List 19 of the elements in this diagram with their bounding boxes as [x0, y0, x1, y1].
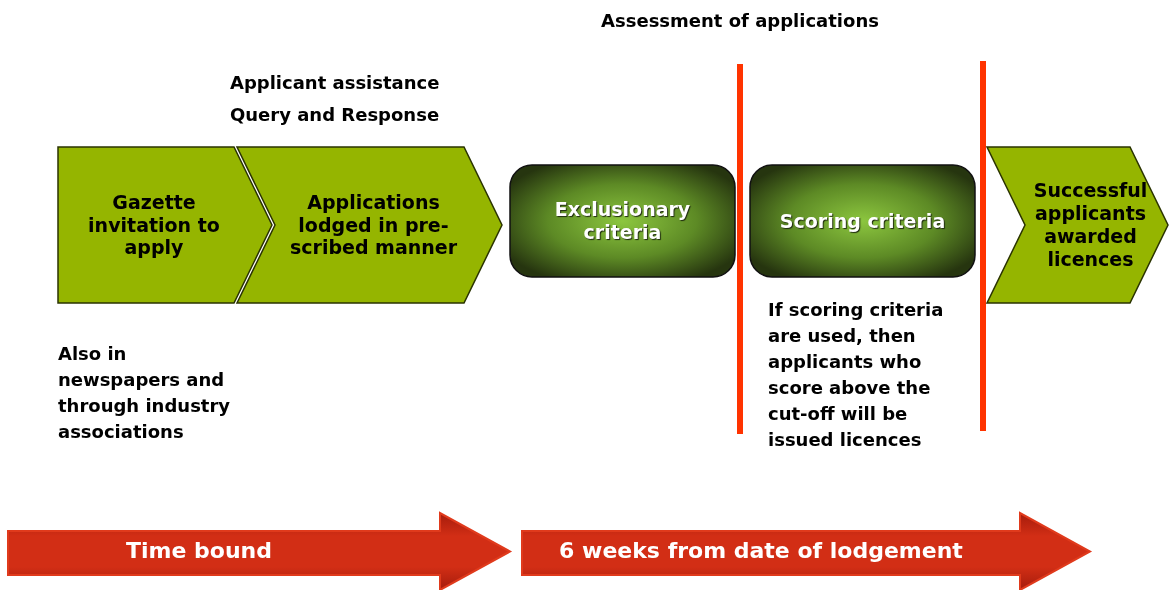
- node-label: 6 weeks from date of lodgement: [559, 538, 964, 565]
- note-text: Assessment of applications: [600, 9, 880, 33]
- note-text: Also in newspapers and through industry associations: [58, 342, 232, 445]
- node-label: Applications lodged in pre-scribed manner: [288, 190, 459, 260]
- node-label: Scoring criteria: [778, 209, 947, 233]
- note-text: If scoring criteria are used, then applicants who score above the cut-off will be issued licences: [768, 298, 945, 453]
- rounded-box: [750, 165, 975, 277]
- node-label: Exclusionary criteria: [553, 198, 692, 244]
- node-label: Gazette invitation to apply: [87, 190, 221, 260]
- chevron-shape: [58, 147, 272, 303]
- rounded-box: [510, 165, 735, 277]
- note-text: Query and Response: [230, 103, 441, 127]
- node-label: Time bound: [126, 538, 273, 565]
- chevron-shape: [237, 147, 502, 303]
- arrow-banner: [522, 513, 1090, 590]
- node-label: Successful applicants awarded licences: [1032, 179, 1149, 271]
- note-text: Applicant assistance: [230, 71, 441, 95]
- chevron-shape: [987, 147, 1168, 303]
- arrow-banner: [8, 513, 510, 590]
